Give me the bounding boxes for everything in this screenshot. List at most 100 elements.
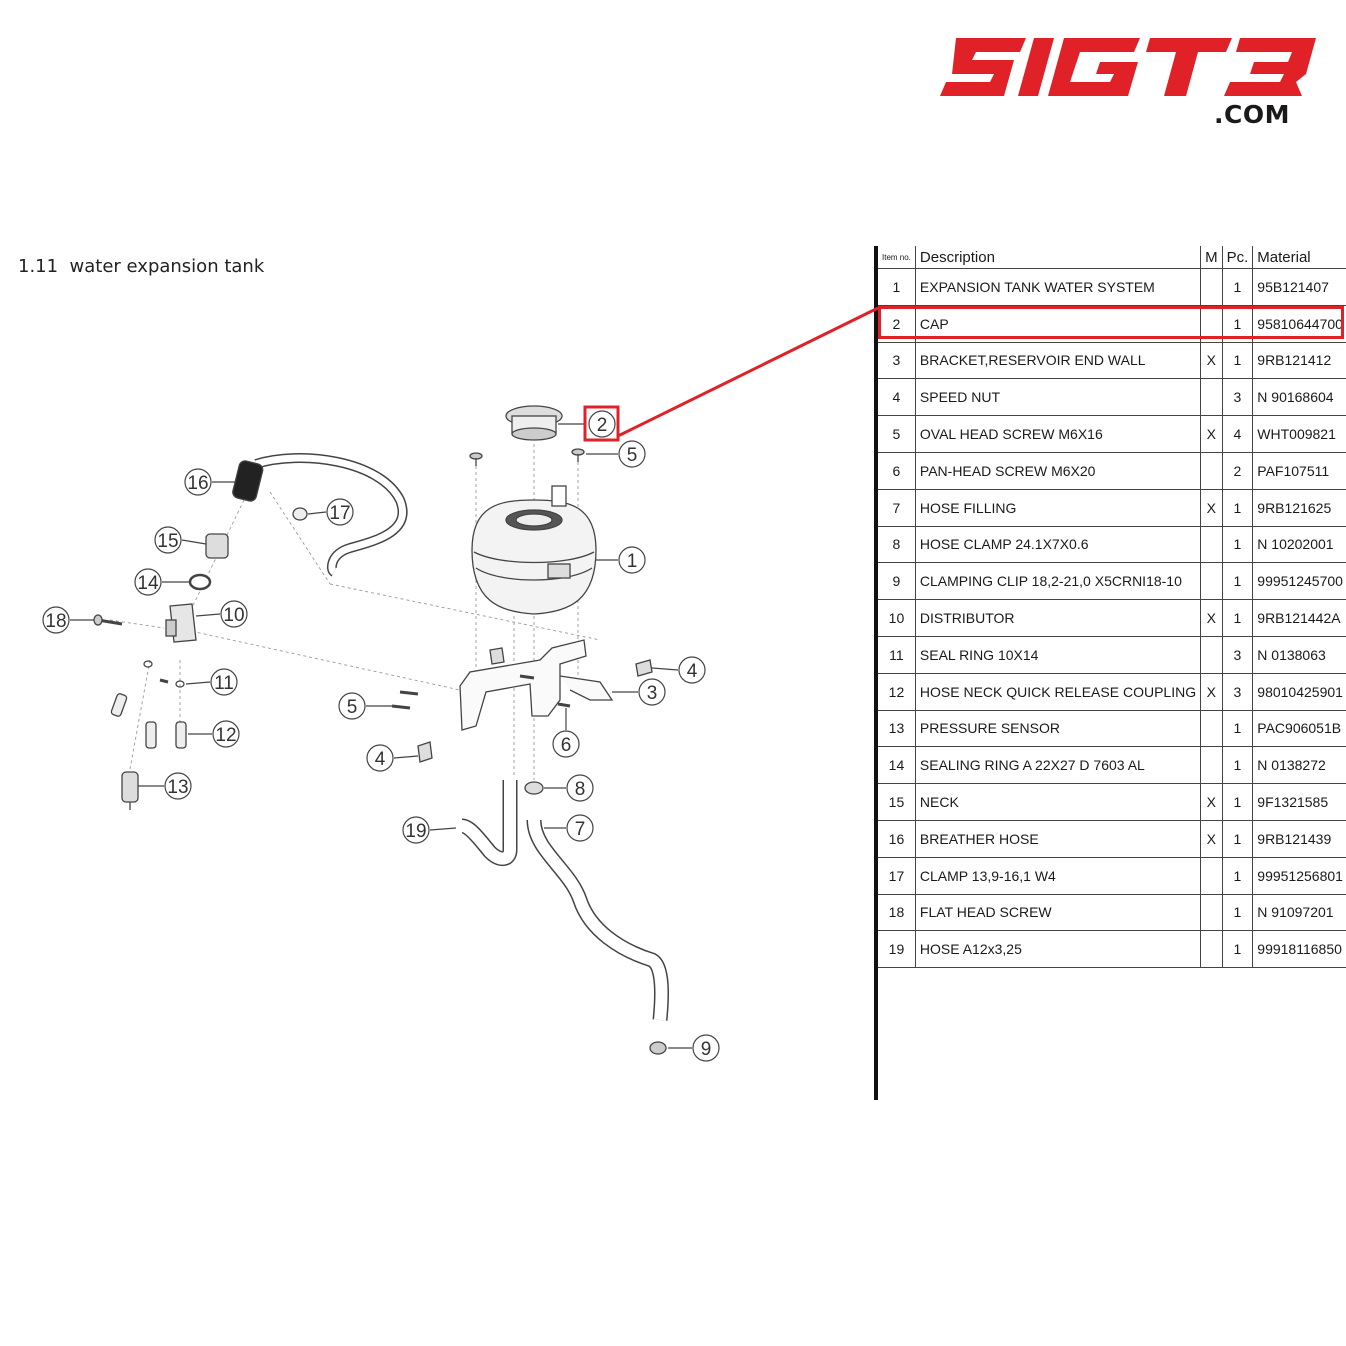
- section-title: 1.11 water expansion tank: [18, 256, 265, 277]
- lower-screw-part: [391, 674, 571, 710]
- screw-part: [469, 448, 585, 466]
- callout-4a: 4: [651, 656, 706, 684]
- cell-item: 16: [873, 820, 916, 858]
- speed-nut-part-2: [417, 741, 433, 763]
- callout-5a: 5: [586, 440, 646, 468]
- cell-pc: 1: [1222, 268, 1254, 306]
- cell-pc: 1: [1222, 930, 1254, 969]
- svg-text:13: 13: [167, 777, 188, 798]
- speed-nut-part-3: [489, 647, 505, 665]
- cell-m: X: [1200, 820, 1223, 858]
- coupling-part: [110, 693, 187, 749]
- cell-item: 8: [873, 526, 916, 564]
- cell-item: 10: [873, 599, 916, 637]
- cell-material: 9RB121412: [1252, 342, 1346, 380]
- cell-item: 13: [873, 710, 916, 748]
- cell-description: SPEED NUT: [915, 378, 1202, 417]
- cell-pc: 1: [1222, 489, 1254, 527]
- clamping-clip-part: [649, 1041, 667, 1055]
- cell-m: [1200, 710, 1223, 748]
- cell-item: 14: [873, 746, 916, 785]
- cell-material: N 90168604: [1252, 378, 1346, 417]
- cell-item: 3: [873, 342, 916, 380]
- distributor-part: [165, 603, 197, 643]
- callout-15: 15: [154, 526, 207, 554]
- callout-9: 9: [668, 1034, 720, 1062]
- svg-text:19: 19: [405, 821, 426, 842]
- cell-description: DISTRIBUTOR: [915, 599, 1202, 637]
- svg-text:4: 4: [687, 661, 698, 682]
- callout-14: 14: [134, 568, 190, 596]
- cell-description: NECK: [915, 783, 1202, 821]
- highlighted-row-frame: [878, 306, 1344, 339]
- cell-description: OVAL HEAD SCREW M6X16: [915, 415, 1202, 453]
- callout-18: 18: [42, 606, 94, 634]
- cell-item: 18: [873, 894, 916, 932]
- svg-text:5: 5: [627, 445, 638, 466]
- neck-part: [205, 533, 229, 559]
- cell-description: BRACKET,RESERVOIR END WALL: [915, 342, 1202, 380]
- cell-item: 9: [873, 562, 916, 601]
- cell-pc: 1: [1222, 710, 1254, 748]
- expansion-tank-part: [471, 485, 597, 615]
- svg-text:3: 3: [647, 683, 658, 704]
- cell-material: 9RB121625: [1252, 489, 1346, 527]
- svg-text:15: 15: [157, 531, 178, 552]
- svg-text:4: 4: [375, 749, 386, 770]
- cell-m: [1200, 378, 1223, 417]
- cell-pc: 3: [1222, 378, 1254, 417]
- cell-item: 1: [873, 268, 916, 306]
- cell-material: 9RB121442A: [1252, 599, 1346, 637]
- breather-hose-part: [232, 453, 408, 577]
- hose-filling-part: [526, 819, 669, 1021]
- cell-m: [1200, 894, 1223, 932]
- callout-10: 10: [195, 600, 248, 628]
- cell-m: X: [1200, 342, 1223, 380]
- header-m: M: [1200, 246, 1223, 269]
- cell-m: X: [1200, 489, 1223, 527]
- cell-item: 11: [873, 636, 916, 674]
- cell-description: SEALING RING A 22X27 D 7603 AL: [915, 746, 1202, 785]
- cell-material: 99918116850: [1252, 930, 1346, 969]
- cell-material: 99951256801: [1252, 857, 1346, 895]
- cell-m: [1200, 562, 1223, 601]
- cell-m: X: [1200, 783, 1223, 821]
- callout-19: 19: [402, 816, 457, 844]
- cell-description: HOSE A12x3,25: [915, 930, 1202, 969]
- flat-screw-part: [93, 614, 123, 626]
- svg-text:18: 18: [45, 611, 66, 632]
- cell-description: HOSE FILLING: [915, 489, 1202, 527]
- svg-text:12: 12: [215, 725, 236, 746]
- cell-m: [1200, 857, 1223, 895]
- svg-text:6: 6: [561, 735, 572, 756]
- cell-m: [1200, 636, 1223, 674]
- cell-item: 7: [873, 489, 916, 527]
- callout-4b: 4: [366, 744, 419, 772]
- cell-item: 12: [873, 673, 916, 711]
- cell-description: PAN-HEAD SCREW M6X20: [915, 452, 1202, 490]
- svg-text:11: 11: [214, 673, 234, 694]
- svg-text:2: 2: [597, 415, 608, 436]
- cell-description: CLAMP 13,9-16,1 W4: [915, 857, 1202, 895]
- callout-13: 13: [138, 772, 192, 800]
- cell-m: X: [1200, 673, 1223, 711]
- hose-19-part: [460, 780, 518, 866]
- logo-suffix: .COM: [1214, 100, 1290, 129]
- svg-text:17: 17: [329, 503, 350, 524]
- cell-pc: 1: [1222, 894, 1254, 932]
- callout-11: 11: [185, 668, 238, 696]
- header-item: Item no.: [873, 246, 916, 269]
- callout-16: 16: [184, 468, 236, 496]
